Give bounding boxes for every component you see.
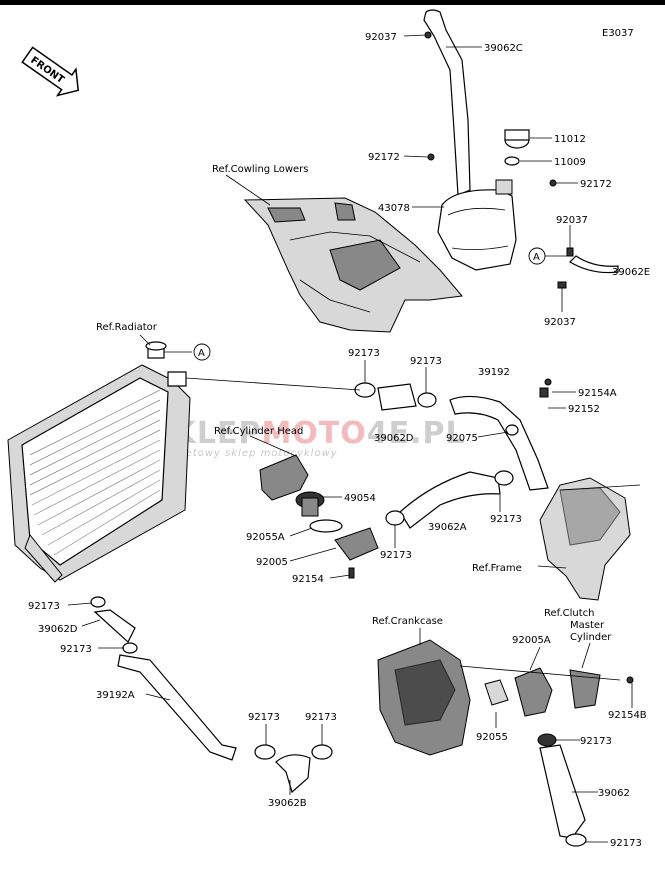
callout-92173: 92173: [380, 550, 412, 561]
callout-39062D: 39062D: [38, 624, 78, 635]
cowling-lowers: [243, 197, 463, 333]
ref-clutch-master-cylinder-1: Ref.Clutch: [544, 608, 594, 619]
svg-text:A: A: [198, 348, 205, 359]
ref-cylinder-head: Ref.Cylinder Head: [214, 426, 303, 437]
callout-92173: 92173: [60, 644, 92, 655]
crankcase: [377, 639, 634, 756]
hose-clamps: [90, 378, 587, 847]
ref-radiator: Ref.Radiator: [96, 322, 158, 333]
callout-92037: 92037: [365, 32, 397, 43]
front-arrow-icon: FRONT: [21, 46, 80, 97]
callout-39062C: 39062C: [484, 43, 523, 54]
callout-92152: 92152: [568, 404, 600, 415]
callout-43078: 43078: [378, 203, 410, 214]
callout-92055: 92055: [476, 732, 508, 743]
callout-92172: 92172: [368, 152, 400, 163]
callout-92173: 92173: [248, 712, 280, 723]
svg-text:A: A: [533, 252, 540, 263]
callout-92037: 92037: [556, 215, 588, 226]
callout-92005: 92005: [256, 557, 288, 568]
callout-92037: 92037: [544, 317, 576, 328]
frame: [539, 477, 631, 601]
callout-92172: 92172: [580, 179, 612, 190]
ref-clutch-master-cylinder-3: Cylinder: [570, 632, 612, 643]
callout-92173: 92173: [305, 712, 337, 723]
callout-labels: 92037 39062C 11012 11009 92172 92172 430…: [28, 32, 650, 849]
callout-92173: 92173: [490, 514, 522, 525]
ref-frame: Ref.Frame: [472, 563, 522, 574]
callout-92173: 92173: [610, 838, 642, 849]
ref-clutch-master-cylinder-2: Master: [570, 620, 605, 631]
ref-crankcase: Ref.Crankcase: [372, 616, 443, 627]
diagram-code: E3037: [602, 28, 634, 39]
marker-a-1: A: [193, 343, 211, 361]
reservoir-assembly: [423, 9, 619, 289]
callout-92154B: 92154B: [608, 710, 647, 721]
callout-92173: 92173: [410, 356, 442, 367]
svg-text:SKLEPMOTO4E.PL: SKLEPMOTO4E.PL: [150, 416, 466, 451]
callout-39192A: 39192A: [96, 690, 135, 701]
callout-49054: 49054: [344, 493, 376, 504]
callout-39062D: 39062D: [374, 433, 414, 444]
upper-hoses: [93, 383, 586, 839]
top-border: [0, 0, 665, 5]
callout-92075: 92075: [446, 433, 478, 444]
thermostat-housing: [259, 454, 379, 579]
ref-cowling-lowers: Ref.Cowling Lowers: [212, 164, 309, 175]
marker-a-2: A: [528, 247, 546, 265]
leader-lines: [67, 34, 641, 843]
callout-39062E: 39062E: [612, 267, 650, 278]
callout-92173: 92173: [580, 736, 612, 747]
callout-92154A: 92154A: [578, 388, 617, 399]
callout-39062: 39062: [598, 788, 630, 799]
radiator: [7, 341, 191, 583]
callout-39062A: 39062A: [428, 522, 467, 533]
callout-11009: 11009: [554, 157, 586, 168]
callout-92005A: 92005A: [512, 635, 551, 646]
callout-92173: 92173: [28, 601, 60, 612]
watermark: SKLEPMOTO4E.PL internetowy sklep motocyk…: [150, 416, 466, 459]
callout-92173: 92173: [348, 348, 380, 359]
callout-11012: 11012: [554, 134, 586, 145]
svg-text:internetowy sklep motocyklowy: internetowy sklep motocyklowy: [150, 448, 338, 459]
callout-92055A: 92055A: [246, 532, 285, 543]
callout-39062B: 39062B: [268, 798, 307, 809]
callout-92154: 92154: [292, 574, 324, 585]
callout-39192: 39192: [478, 367, 510, 378]
